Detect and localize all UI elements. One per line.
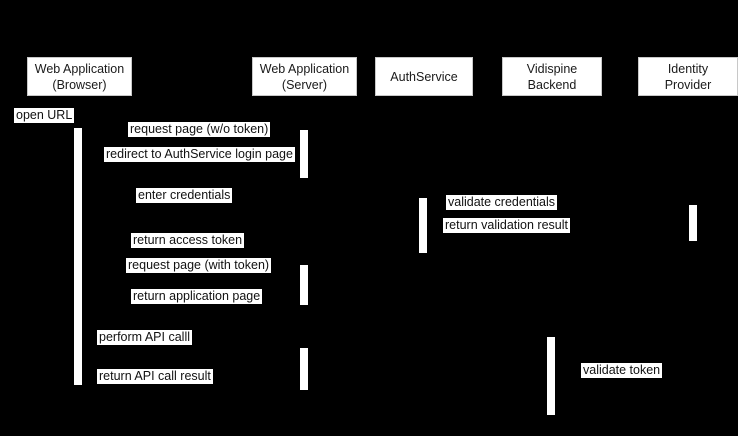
activation-bar-browser: [74, 128, 82, 385]
activation-bar-authservice: [419, 198, 427, 253]
message-label-redirect-to-authservice-login-page: redirect to AuthService login page: [104, 147, 295, 162]
message-label-request-page-with-token: request page (with token): [126, 258, 272, 273]
message-label-return-application-page: return application page: [131, 289, 263, 304]
message-label-enter-credentials: enter credentials: [136, 188, 233, 203]
message-label-validate-credentials: validate credentials: [446, 195, 558, 210]
participant-box-identity-provider[interactable]: Identity Provider: [638, 57, 738, 96]
participant-box-vidispine-backend[interactable]: Vidispine Backend: [502, 57, 602, 96]
activation-bar-vidispine-backend: [547, 337, 555, 415]
participant-box-server[interactable]: Web Application (Server): [252, 57, 357, 96]
message-label-perform-api-call: perform API calll: [97, 330, 193, 345]
activation-bar-server-3: [300, 348, 308, 390]
message-label-return-api-call-result: return API call result: [97, 369, 213, 384]
message-label-request-page-without-token: request page (w/o token): [128, 122, 271, 137]
message-label-validate-token: validate token: [581, 363, 663, 378]
message-label-return-validation-result: return validation result: [443, 218, 570, 233]
message-label-return-access-token: return access token: [131, 233, 245, 248]
activation-bar-server-1: [300, 130, 308, 178]
activation-bar-server-2: [300, 265, 308, 305]
participant-box-browser[interactable]: Web Application (Browser): [27, 57, 132, 96]
message-label-open-url: open URL: [14, 108, 75, 123]
activation-bar-identity-provider: [689, 205, 697, 241]
participant-box-authservice[interactable]: AuthService: [375, 57, 473, 96]
